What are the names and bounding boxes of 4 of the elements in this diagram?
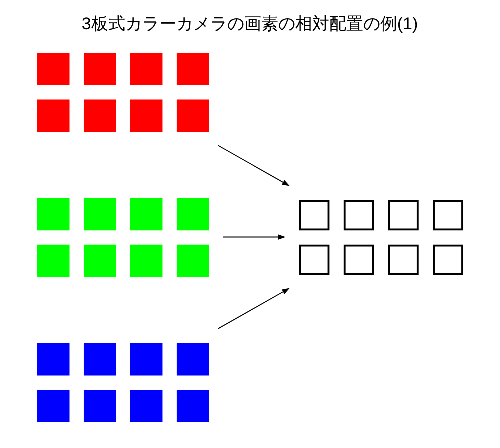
arrow xyxy=(222,234,286,240)
arrow xyxy=(218,288,290,330)
diagram-title: 3板式カラーカメラの画素の相対配置の例(1) xyxy=(82,14,418,34)
arrow xyxy=(218,145,290,186)
